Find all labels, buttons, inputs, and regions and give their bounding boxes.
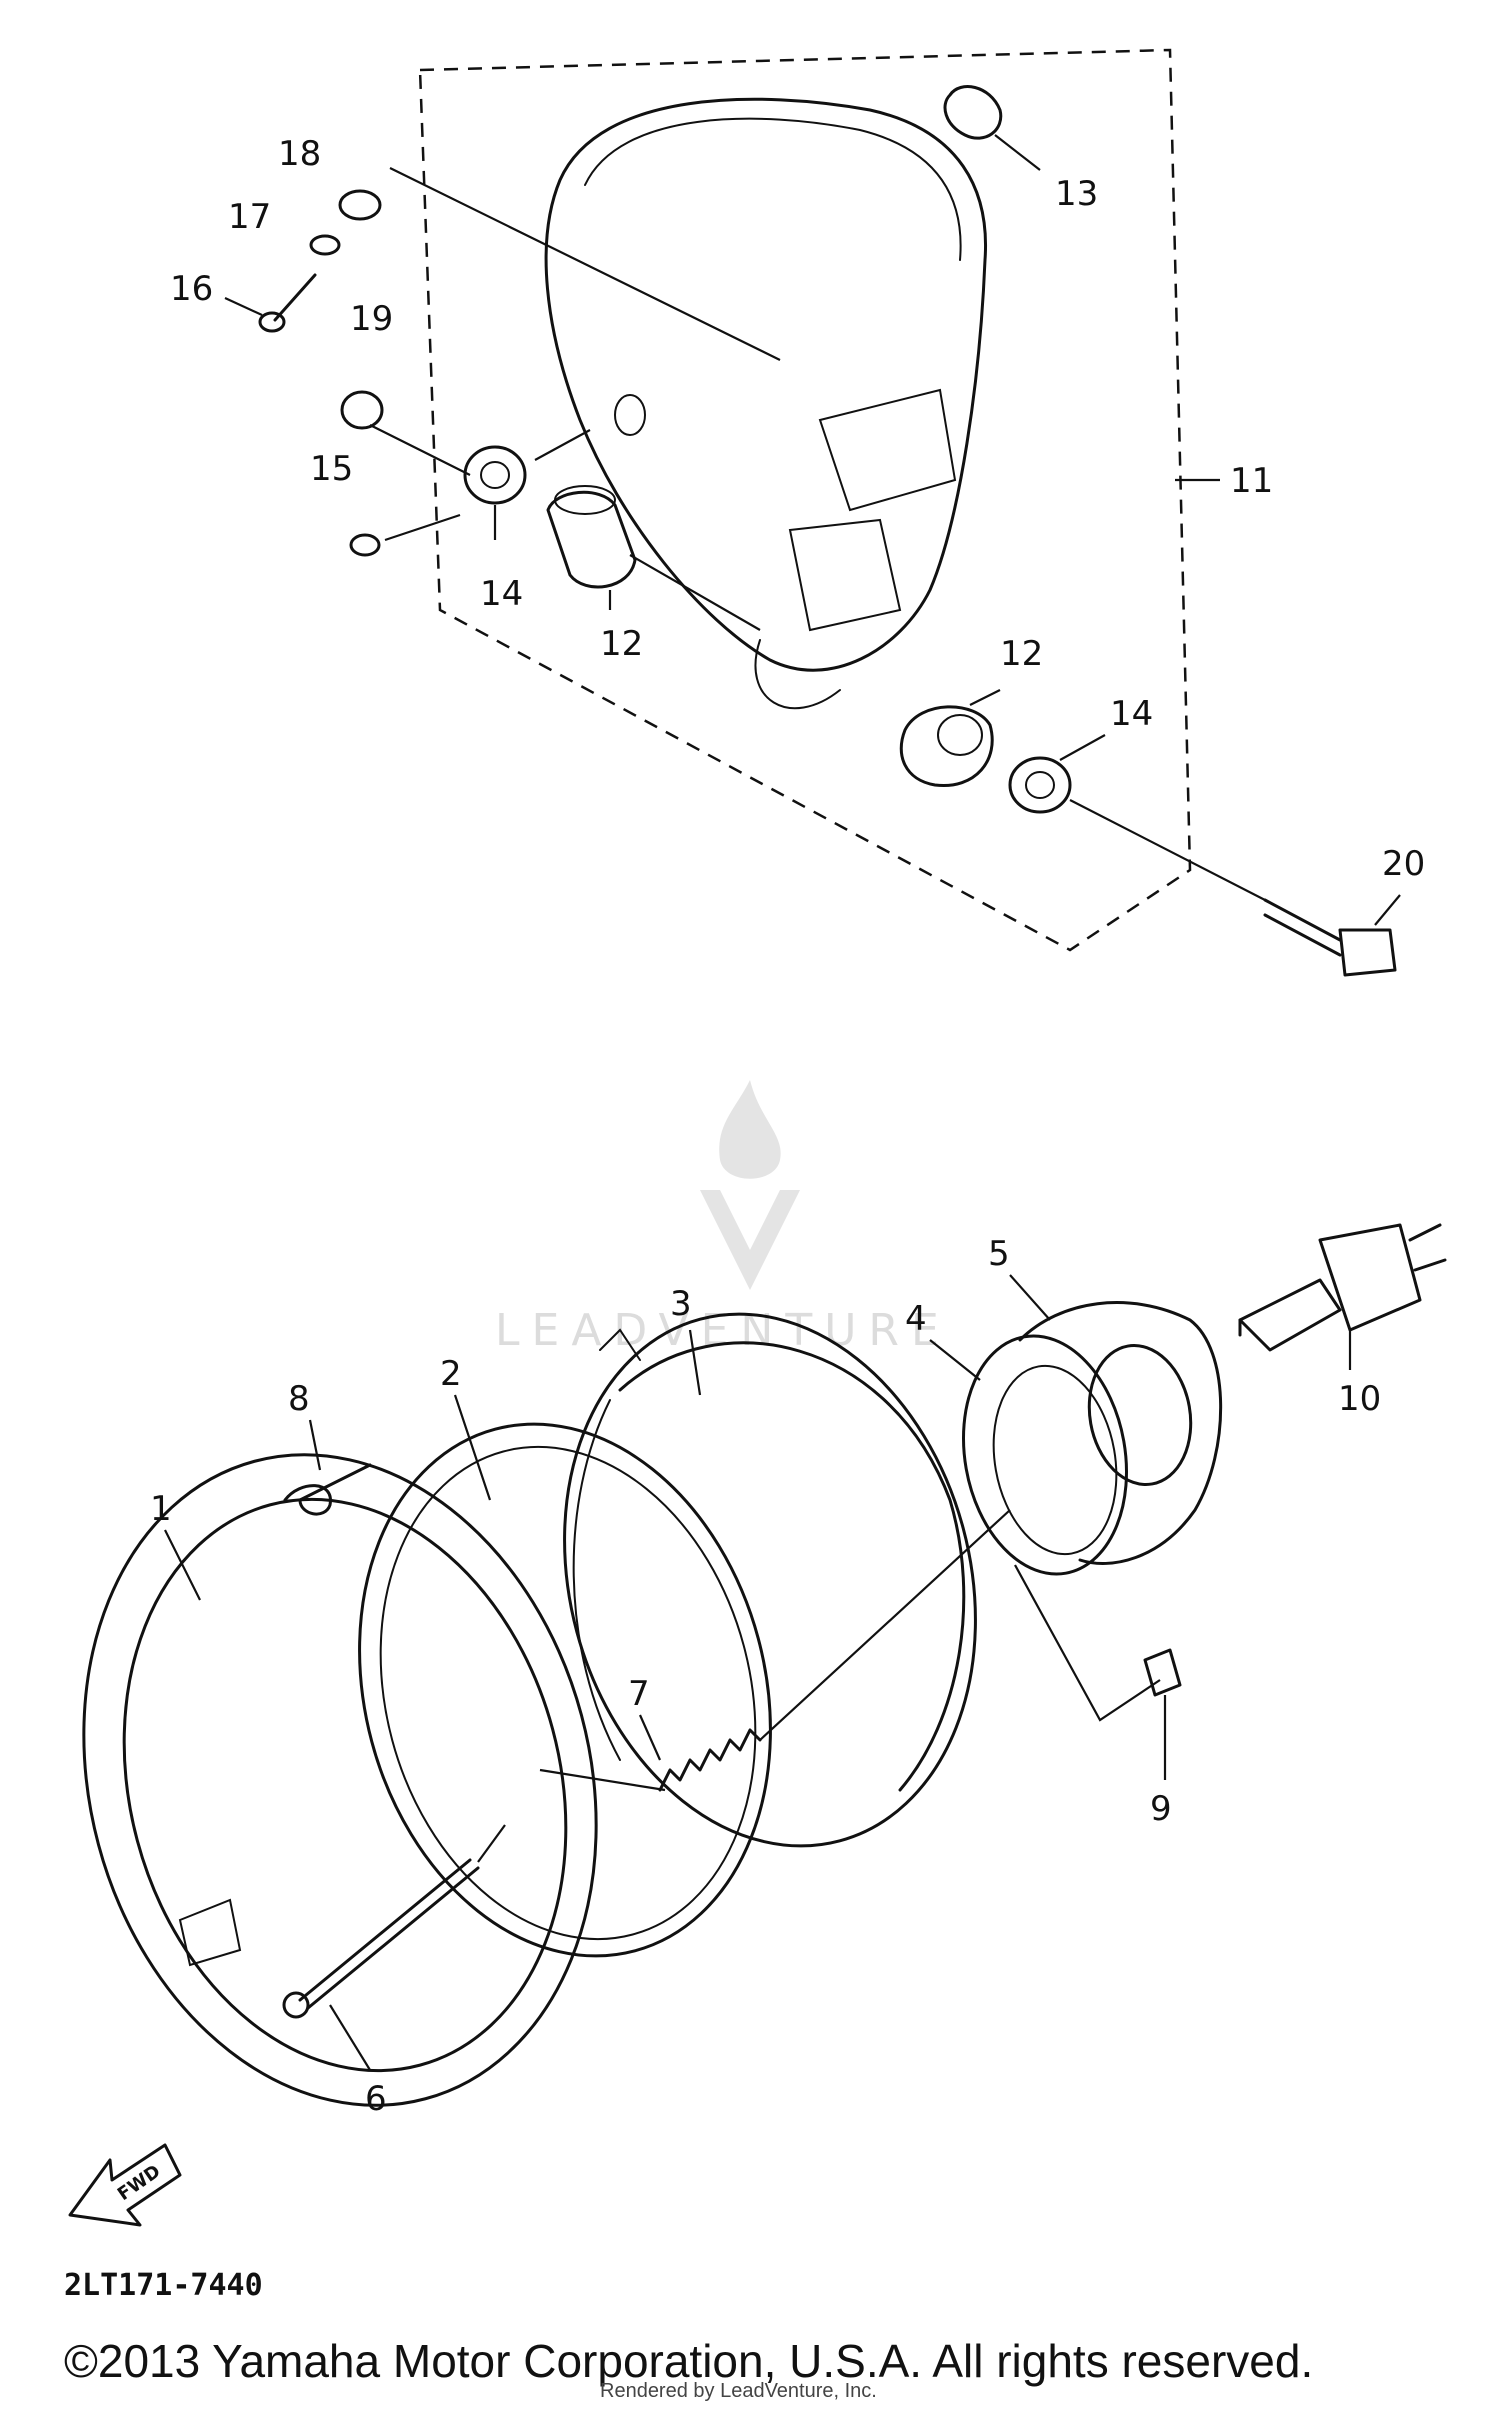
part-7-spring bbox=[539, 1509, 1011, 1792]
part-15 bbox=[349, 533, 381, 557]
callout-18: 18 bbox=[278, 134, 321, 174]
part-9 bbox=[1014, 1564, 1182, 1780]
rendered-by-credit: Rendered by LeadVenture, Inc. bbox=[600, 2380, 877, 2402]
callout-10: 10 bbox=[1338, 1379, 1381, 1419]
part-20 bbox=[1069, 799, 1401, 977]
part-12b bbox=[899, 689, 1001, 788]
part-16 bbox=[224, 273, 317, 333]
part-14a bbox=[463, 429, 591, 540]
callout-13: 13 bbox=[1055, 174, 1098, 214]
part-5 bbox=[1009, 1274, 1223, 1565]
part-3-lens-unit bbox=[563, 1312, 977, 1848]
callout-11: 11 bbox=[1230, 461, 1273, 501]
callout-15: 15 bbox=[310, 449, 353, 489]
part-14b bbox=[1008, 734, 1106, 814]
part-18 bbox=[338, 189, 382, 221]
part-10-bulb bbox=[1238, 1223, 1447, 1370]
forward-arrow: FWD bbox=[68, 2143, 182, 2227]
headlight-unit-assembly bbox=[82, 1223, 1447, 2107]
watermark-text: LEADVENTURE bbox=[495, 1305, 951, 1356]
callout-12b: 12 bbox=[1000, 634, 1043, 674]
callout-4: 4 bbox=[905, 1299, 927, 1339]
diagram-part-code: 2LT171-7440 bbox=[64, 2268, 263, 2303]
upper-small-parts bbox=[224, 85, 1401, 977]
part-13 bbox=[943, 85, 1041, 171]
callout-2: 2 bbox=[440, 1354, 462, 1394]
callout-labels: 18 17 16 19 15 14 12 13 11 12 14 20 3 5 … bbox=[150, 134, 1425, 2119]
part-4 bbox=[929, 1334, 1128, 1576]
forward-arrow-label: FWD bbox=[114, 2161, 165, 2205]
part-12a bbox=[546, 485, 761, 631]
callout-1: 1 bbox=[150, 1489, 172, 1529]
part-6-screw bbox=[282, 1824, 506, 2071]
part-2-ring bbox=[358, 1394, 772, 1958]
part-17 bbox=[309, 234, 341, 256]
callout-20: 20 bbox=[1382, 844, 1425, 884]
callout-17: 17 bbox=[228, 197, 271, 237]
callout-19: 19 bbox=[350, 299, 393, 339]
callout-14a: 14 bbox=[480, 574, 523, 614]
part-8-clip bbox=[283, 1419, 372, 1516]
callout-14b: 14 bbox=[1110, 694, 1153, 734]
callout-5: 5 bbox=[988, 1234, 1010, 1274]
callout-3: 3 bbox=[670, 1284, 692, 1324]
assembly-boundary bbox=[418, 48, 1192, 952]
callout-8: 8 bbox=[288, 1379, 310, 1419]
callout-6: 6 bbox=[365, 2079, 387, 2119]
leadventure-watermark: LEADVENTURE bbox=[495, 1080, 951, 1356]
callout-12a: 12 bbox=[600, 624, 643, 664]
part-19 bbox=[340, 390, 384, 430]
part-1-rim bbox=[82, 1453, 598, 2107]
callout-7: 7 bbox=[628, 1674, 650, 1714]
headlight-body-assembly bbox=[389, 48, 1192, 952]
copyright-notice: ©2013 Yamaha Motor Corporation, U.S.A. A… bbox=[64, 2335, 1314, 2387]
callout-16: 16 bbox=[170, 269, 213, 309]
callout-9: 9 bbox=[1150, 1789, 1172, 1829]
headlight-shell bbox=[544, 97, 988, 672]
